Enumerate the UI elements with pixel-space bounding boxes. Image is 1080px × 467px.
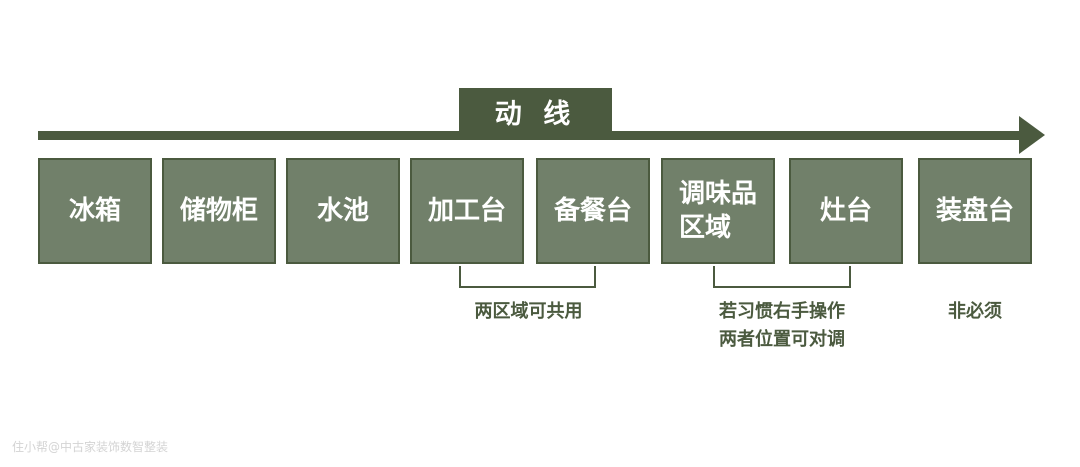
station-fridge: 冰箱	[38, 158, 152, 264]
station-stove: 灶台	[789, 158, 903, 264]
note-handedness-line2: 两者位置可对调	[719, 329, 845, 350]
bracket-handedness	[713, 266, 851, 288]
station-serving-counter: 备餐台	[536, 158, 650, 264]
flow-label: 动 线	[459, 88, 612, 135]
note-shared-prep: 两区域可共用	[474, 301, 583, 322]
note-handedness-line1: 若习惯右手操作	[719, 301, 845, 322]
note-optional: 非必须	[948, 301, 1002, 322]
station-plating-counter: 装盘台	[918, 158, 1032, 264]
station-condiment-area: 调味品 区域	[661, 158, 775, 264]
station-prep-counter: 加工台	[410, 158, 524, 264]
note-handedness: 若习惯右手操作 两者位置可对调	[692, 298, 872, 354]
station-sink: 水池	[286, 158, 400, 264]
station-storage-cabinet: 储物柜	[162, 158, 276, 264]
flow-arrow-head	[1019, 116, 1045, 154]
watermark: 住小帮@中古家装饰数智整装	[12, 440, 169, 454]
bracket-shared-prep	[459, 266, 596, 288]
flow-arrow-line	[38, 131, 1023, 140]
